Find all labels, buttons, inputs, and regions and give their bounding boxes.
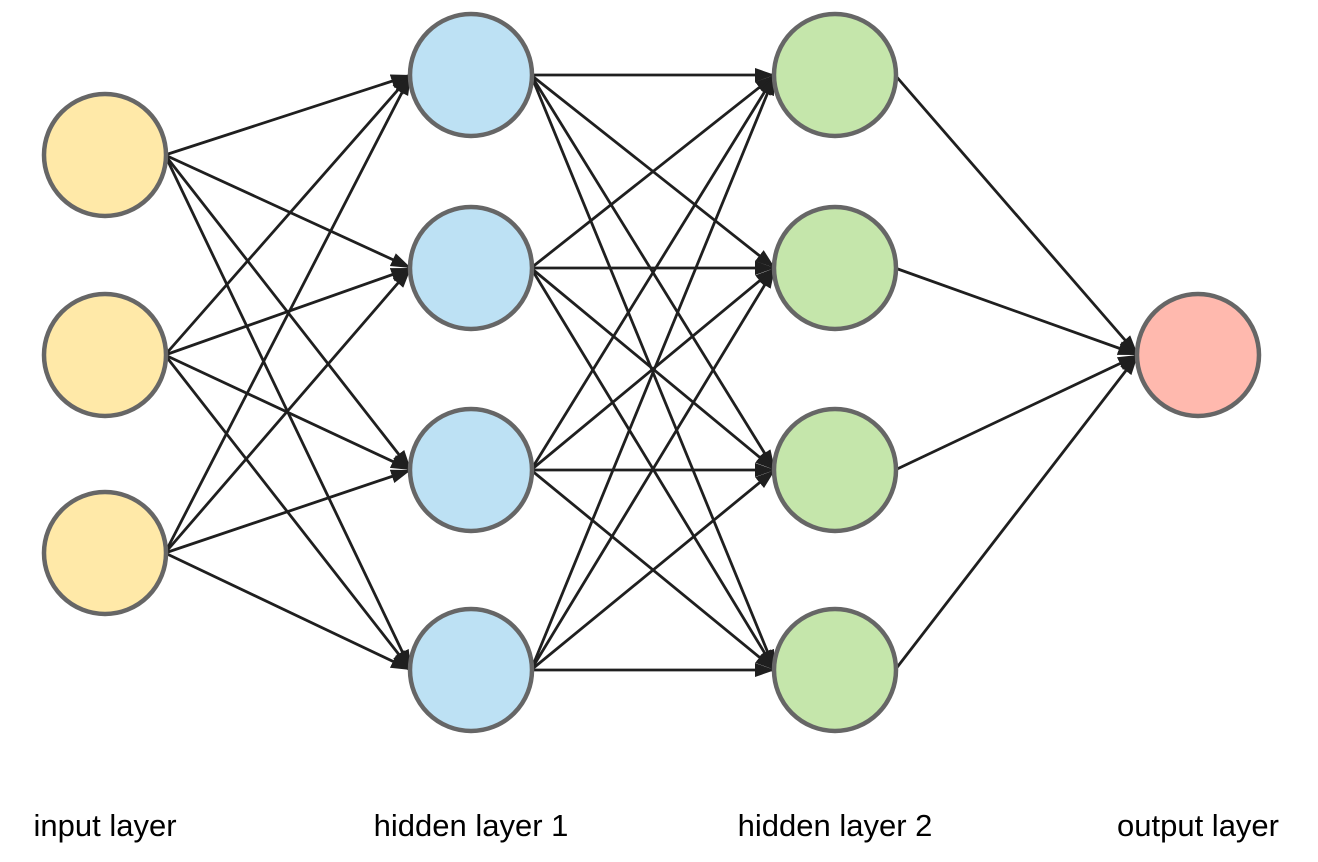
node-hidden2-3 [771,406,899,534]
layer-label-hidden1: hidden layer 1 [374,808,569,843]
edge-hidden2-4-to-output-1 [893,354,1140,671]
edge-input-1-to-hidden1-2 [164,153,412,270]
edge-hidden2-3-to-output-1 [894,353,1139,472]
node-hidden1-1 [407,11,535,139]
edge-input-2-to-hidden1-1 [163,74,413,356]
layer-label-output: output layer [1117,808,1279,843]
edge-input-1-to-hidden1-1 [164,73,412,157]
node-hidden1-2 [407,204,535,332]
labels-group: input layer hidden layer 1 hidden layer 2 o… [33,808,1279,843]
edge-hidden2-1-to-output-1 [893,74,1140,356]
node-output-1 [1134,291,1262,419]
edge-hidden1-4-to-hidden2-1 [529,74,777,671]
edge-input-3-to-hidden1-4 [164,551,412,672]
node-hidden1-4 [407,606,535,734]
nodes-group [41,11,1262,734]
node-input-1 [41,91,169,219]
node-hidden2-2 [771,204,899,332]
edge-hidden1-3-to-hidden2-1 [529,74,777,471]
node-hidden2-4 [771,606,899,734]
edge-hidden1-4-to-hidden2-2 [529,267,777,671]
edge-input-3-to-hidden1-3 [164,468,412,555]
edge-input-3-to-hidden1-1 [163,74,413,554]
edge-input-3-to-hidden1-2 [163,267,413,554]
node-input-3 [41,489,169,617]
edge-hidden1-2-to-hidden2-1 [530,73,776,270]
layer-label-hidden2: hidden layer 2 [738,808,933,843]
edges-group [163,68,1140,677]
layer-label-input: input layer [33,808,176,843]
node-input-2 [41,291,169,419]
edge-hidden1-4-to-hidden2-3 [530,468,776,672]
edge-hidden2-2-to-output-1 [894,266,1139,357]
node-hidden2-1 [771,11,899,139]
node-hidden1-3 [407,406,535,534]
